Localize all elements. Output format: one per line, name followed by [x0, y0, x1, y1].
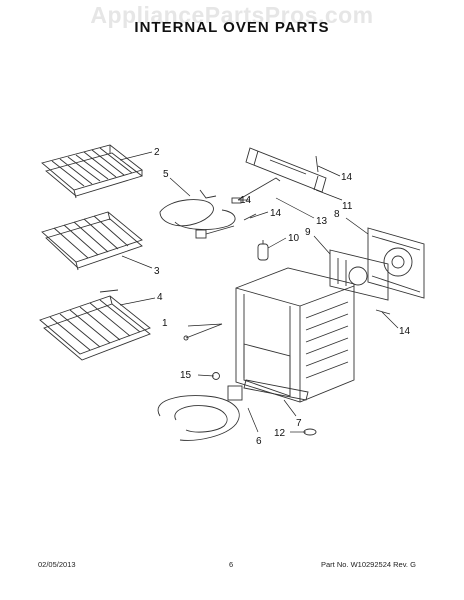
oven-rack-lower: [39, 289, 151, 361]
oven-vent-trim: [245, 147, 327, 193]
callout-14-sensor: 14: [240, 195, 252, 206]
callout-3: 3: [154, 266, 160, 277]
callout-13: 13: [316, 216, 328, 227]
footer-page-number: 6: [229, 560, 234, 569]
oven-rack-middle: [41, 211, 143, 271]
temperature-sensor: [237, 177, 281, 201]
callout-7: 7: [296, 418, 302, 429]
footer-date: 02/05/2013: [38, 560, 76, 569]
callout-6: 6: [256, 436, 262, 447]
callout-15: 15: [180, 370, 192, 381]
oven-light: [185, 323, 223, 339]
oven-rack-upper: [41, 144, 143, 199]
fan-baffle: [329, 249, 389, 301]
oven-cavity: [235, 267, 355, 403]
page-title: INTERNAL OVEN PARTS: [134, 19, 330, 36]
broil-element: [159, 189, 236, 239]
callout-8: 8: [334, 209, 340, 220]
callout-14-fan: 14: [399, 326, 411, 337]
bake-element: [157, 385, 243, 441]
callout-11: 11: [342, 201, 353, 212]
convection-fan-assembly: [367, 227, 425, 299]
bottom-trim: [243, 379, 309, 401]
screw-14c: [375, 309, 391, 315]
thermal-fuse: [257, 243, 269, 261]
callout-12: 12: [274, 428, 286, 439]
callout-1: 1: [162, 318, 168, 329]
callout-2: 2: [154, 147, 160, 158]
watermark: AppliancePartsPros.com: [90, 2, 374, 28]
sensor-clip: [231, 197, 242, 204]
screw-14a: [243, 213, 257, 221]
callout-14-vent: 14: [341, 172, 353, 183]
callout-14-element: 14: [270, 208, 282, 219]
callout-4: 4: [157, 292, 163, 303]
callout-9: 9: [305, 227, 311, 238]
callout-5: 5: [163, 169, 169, 180]
callout-10: 10: [288, 233, 300, 244]
footer-part-number: Part No. W10292524 Rev. G: [321, 560, 416, 569]
screw-14b: [315, 155, 319, 173]
